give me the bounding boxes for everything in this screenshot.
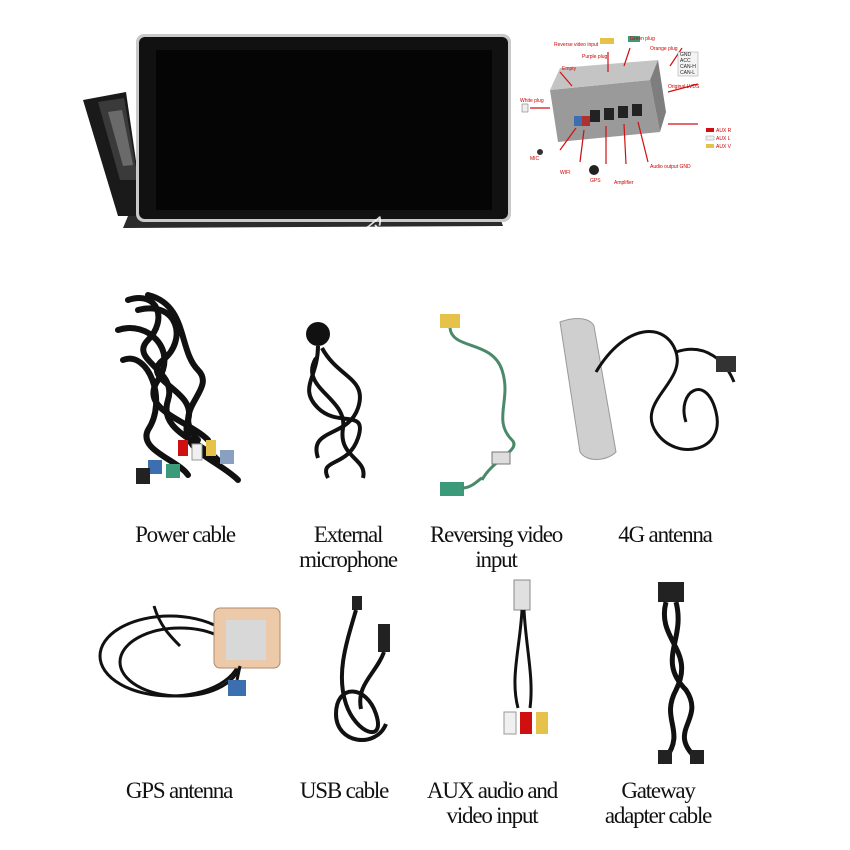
wiring-label: Green plug [630, 36, 655, 42]
wiring-label: AUX V [716, 144, 732, 150]
caption-4g-antenna: 4G antenna [618, 522, 713, 547]
external-microphone-image [288, 318, 388, 488]
wiring-diagram: Green plug Reverse video input Orange pl… [520, 32, 760, 192]
wiring-label: GND [680, 52, 692, 58]
aux-audio-video-input-image [490, 578, 560, 778]
wiring-label: Audio output GND [650, 164, 691, 170]
usb-cable-image [316, 594, 406, 754]
wiring-label: AUX R [716, 128, 732, 134]
wiring-label: Purple plug [582, 54, 608, 60]
gps-antenna-image [90, 596, 290, 746]
wiring-label: AUX L [716, 136, 731, 142]
power-cable-image [108, 290, 258, 490]
wiring-label: White plug [520, 98, 544, 104]
caption-usb-cable: USB cable [299, 778, 389, 803]
wiring-label: Reverse video input [554, 42, 599, 48]
wiring-label: WIFI [560, 170, 571, 176]
wiring-label: CAN-H [680, 64, 696, 70]
caption-power-cable: Power cable [135, 522, 236, 547]
gateway-adapter-cable-image [636, 580, 726, 770]
reversing-video-input-image [432, 310, 532, 500]
4g-antenna-image [556, 312, 746, 472]
wiring-label: GPS [590, 178, 601, 184]
wiring-label: ACC [680, 58, 691, 64]
wiring-label: CAN-L [680, 70, 695, 76]
wiring-label: Amplifier [614, 180, 634, 186]
wiring-label: Empty [562, 66, 577, 72]
wiring-label: Orange plug [650, 46, 678, 52]
caption-gps-antenna: GPS antenna [125, 778, 233, 803]
head-unit-image [78, 30, 518, 230]
wiring-label: Original LVDS [668, 84, 700, 90]
wiring-label: MIC [530, 156, 540, 162]
